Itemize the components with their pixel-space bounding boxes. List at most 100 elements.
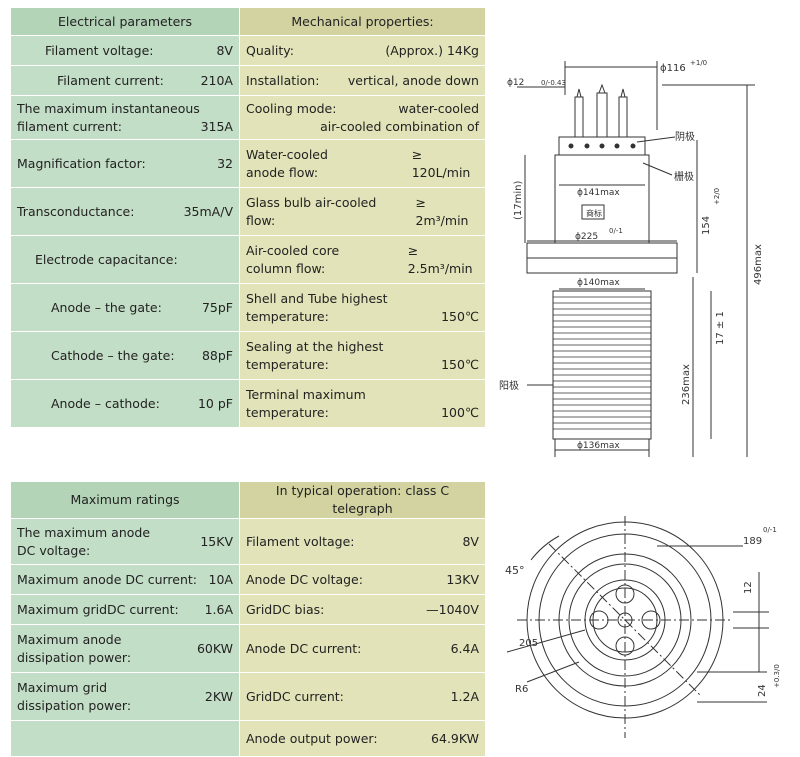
dim-r6: R6: [515, 684, 528, 695]
spec-table-bottom: Maximum ratings In typical operation: cl…: [10, 481, 486, 757]
typical-value: 6.4A: [450, 640, 479, 656]
mech-value-line2: air-cooled combination of: [320, 118, 479, 134]
rating-label: Maximum anode DC current:: [17, 571, 198, 587]
rating-label-line2: DC voltage:: [17, 542, 91, 558]
rating-value: 10A: [208, 571, 233, 587]
typical-header: In typical operation: class C telegraph: [239, 481, 486, 519]
mech-value: 100℃: [441, 404, 479, 420]
mech-value: ≥ 120L/min: [411, 146, 471, 180]
typical-value: 1.2A: [450, 688, 479, 704]
cooling-fins: [553, 296, 651, 430]
elec-value: 315A: [200, 118, 233, 134]
tube-side-drawing: ϕ116 +1/0 ϕ12 0/-0.43 阴极 栅极 ϕ141max 商标 ϕ…: [497, 45, 792, 467]
mech-label-line2: temperature:: [246, 404, 329, 420]
dim-d141: ϕ141max: [577, 188, 620, 198]
typical-label: Anode DC voltage:: [246, 571, 363, 587]
rating-label-line1: Maximum grid: [17, 679, 108, 695]
rating-value: 1.6A: [204, 601, 233, 617]
dim-154-tol: +2/0: [713, 188, 721, 205]
dim-496: 496max: [753, 244, 764, 285]
dim-24: 24: [757, 684, 768, 697]
mechanical-header: Mechanical properties:: [239, 7, 486, 36]
elec-value: 88pF: [201, 347, 233, 363]
mech-label-line2: temperature:: [246, 308, 329, 324]
dim-236: 236max: [681, 364, 692, 405]
mech-label-line1: Shell and Tube highest: [246, 290, 388, 306]
dim-12: 12: [743, 581, 754, 594]
dim-angle: 45°: [505, 564, 525, 577]
label-grid: 栅极: [674, 170, 694, 183]
dim-d12: ϕ12: [507, 78, 524, 88]
label-cathode: 阴极: [675, 130, 695, 143]
mech-label-line2: anode flow:: [246, 164, 319, 180]
mech-label-line2: temperature:: [246, 356, 329, 372]
typical-value: —1040V: [426, 601, 479, 617]
typical-value: 64.9KW: [431, 730, 479, 746]
elec-value: 75pF: [201, 299, 233, 315]
dim-24-tol: +0.3/0: [773, 664, 781, 688]
dim-17min: (17min): [513, 181, 524, 220]
typical-label: GridDC bias:: [246, 601, 325, 617]
label-anode: 阳极: [499, 379, 519, 392]
dim-154: 154: [701, 216, 712, 235]
typical-label: Anode DC current:: [246, 640, 362, 656]
mech-label-line1: Terminal maximum: [246, 386, 366, 402]
dim-d189-tol: 0/-1: [763, 526, 777, 534]
mech-value-line1: water-cooled: [398, 100, 479, 116]
rating-label-line1: The maximum anode: [17, 524, 151, 540]
mech-label-line1: Air-cooled core: [246, 242, 340, 258]
mech-label: Installation:: [246, 72, 320, 88]
elec-label-line1: The maximum instantaneous: [17, 100, 200, 116]
elec-value: 8V: [216, 42, 233, 58]
elec-value: 35mA/V: [183, 203, 233, 219]
typical-value: 13KV: [446, 571, 479, 587]
tube-bottom-drawing: 45° 189 0/-1 12 205 R6 24 +0.3/0: [497, 512, 792, 748]
rating-label-line2: dissipation power:: [17, 697, 132, 713]
dim-d136: ϕ136max: [577, 441, 620, 451]
mech-value: ≥ 2.5m³/min: [407, 242, 473, 276]
elec-label: Anode – the gate:: [51, 299, 162, 315]
elec-label: Anode – cathode:: [51, 395, 160, 411]
rating-label-line2: dissipation power:: [17, 649, 132, 665]
rating-label: Maximum gridDC current:: [17, 601, 179, 617]
dim-17: 17 ± 1: [715, 311, 726, 345]
elec-label: Transconductance:: [17, 203, 135, 219]
rating-value: 2KW: [204, 688, 233, 704]
dim-d189: 189: [743, 536, 762, 547]
dim-205: 205: [519, 638, 538, 649]
elec-label: Filament current:: [57, 72, 164, 88]
rating-label-line1: Maximum anode: [17, 631, 122, 647]
elec-label: Electrode capacitance:: [35, 251, 178, 267]
electrical-header: Electrical parameters: [10, 7, 240, 36]
mech-label-line2: column flow:: [246, 260, 326, 276]
elec-label: Filament voltage:: [45, 42, 154, 58]
elec-label: Cathode – the gate:: [51, 347, 175, 363]
label-brand: 商标: [586, 208, 602, 218]
spec-table-top: Electrical parameters Mechanical propert…: [10, 7, 486, 428]
elec-value: 210A: [200, 72, 233, 88]
mech-value: (Approx.) 14Kg: [385, 42, 479, 58]
mech-label-line1: Glass bulb air-cooled: [246, 194, 377, 210]
mech-label-line2: flow:: [246, 212, 276, 228]
mech-value: ≥ 2m³/min: [415, 194, 469, 228]
dim-d116: ϕ116: [660, 63, 686, 74]
typical-label: GridDC current:: [246, 688, 344, 704]
mech-label-line1: Water-cooled: [246, 146, 328, 162]
typical-label: Anode output power:: [246, 730, 378, 746]
dim-d225: ϕ225: [575, 232, 598, 242]
mech-value: 150℃: [441, 356, 479, 372]
typical-value: 8V: [462, 533, 479, 549]
mech-label-line1: Sealing at the highest: [246, 338, 384, 354]
dim-d140: ϕ140max: [577, 278, 620, 288]
mech-label: Quality:: [246, 42, 294, 58]
ratings-header: Maximum ratings: [10, 481, 240, 519]
elec-label-line2: filament current:: [17, 118, 122, 134]
dim-d116-tol: +1/0: [690, 59, 707, 67]
rating-value: 15KV: [200, 533, 233, 549]
typical-label: Filament voltage:: [246, 533, 355, 549]
dim-d225-tol: 0/-1: [609, 227, 623, 235]
elec-label: Magnification factor:: [17, 155, 146, 171]
dim-d12-tol: 0/-0.43: [541, 79, 566, 87]
mech-value: vertical, anode down: [347, 72, 479, 88]
rating-value: 60KW: [196, 640, 233, 656]
